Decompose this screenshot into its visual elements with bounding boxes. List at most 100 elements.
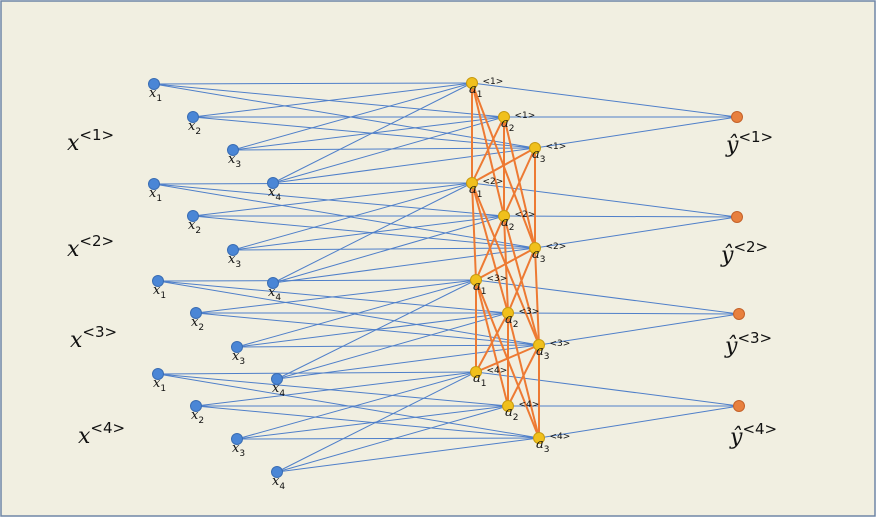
edge-x4-a3-t1 bbox=[272, 147, 536, 184]
hidden-node-a1-t2 bbox=[466, 177, 478, 189]
edge-x3-a3-t3 bbox=[236, 344, 540, 348]
hidden-label-a2-t4: a2<4> bbox=[505, 400, 539, 423]
edge-x3-a2-t3 bbox=[236, 312, 509, 348]
recurrent-a3-a2-t1 bbox=[503, 147, 536, 217]
input-label-x4-t4: x4 bbox=[272, 474, 285, 492]
hidden-label-a3-t4: a3<4> bbox=[536, 432, 570, 455]
input-label-x1-t2: x1 bbox=[149, 186, 162, 204]
input-label-x3-t3: x3 bbox=[232, 349, 245, 367]
edge-x1-a1-t2 bbox=[153, 182, 473, 185]
output-node-y-t3 bbox=[733, 308, 745, 320]
input-node-x3-t4 bbox=[231, 433, 243, 445]
input-label-x4-t2: x4 bbox=[268, 285, 281, 303]
hidden-node-a3-t2 bbox=[529, 242, 541, 254]
edge-a3-y-t3 bbox=[538, 313, 740, 346]
input-node-x1-t4 bbox=[152, 368, 164, 380]
hidden-label-a1-t2: a1<2> bbox=[469, 177, 503, 200]
edge-x2-a1-t4 bbox=[195, 371, 477, 407]
hidden-node-a3-t4 bbox=[533, 432, 545, 444]
input-label-x1-t4: x1 bbox=[153, 376, 166, 394]
hidden-label-a3-t2: a3<2> bbox=[532, 242, 566, 265]
edge-x4-a2-t4 bbox=[276, 405, 509, 473]
hidden-node-a1-t3 bbox=[470, 274, 482, 286]
edge-a2-y-t3 bbox=[507, 312, 740, 315]
input-node-x2-t1 bbox=[187, 111, 199, 123]
edge-x2-a1-t2 bbox=[192, 182, 473, 217]
recurrent-a2-a1-t1 bbox=[471, 116, 505, 184]
hidden-node-a1-t4 bbox=[470, 366, 482, 378]
input-edges bbox=[153, 82, 740, 473]
hidden-label-a2-t1: a2<1> bbox=[501, 111, 535, 134]
hidden-node-a1-t1 bbox=[466, 77, 478, 89]
input-label-x4-t1: x4 bbox=[268, 185, 281, 203]
edge-x4-a2-t1 bbox=[272, 116, 505, 184]
input-group-label-t4: x<4> bbox=[78, 419, 125, 449]
recurrent-a1-a1-t2 bbox=[471, 182, 477, 281]
recurrent-a3-a1-t3 bbox=[475, 344, 540, 373]
edge-x2-a3-t3 bbox=[195, 312, 540, 346]
edge-a2-y-t2 bbox=[503, 215, 738, 218]
input-label-x3-t2: x3 bbox=[228, 252, 241, 270]
hidden-label-a2-t2: a2<2> bbox=[501, 210, 535, 233]
edge-a1-y-t4 bbox=[475, 371, 740, 407]
recurrent-a3-a1-t2 bbox=[475, 247, 536, 281]
input-node-x1-t3 bbox=[152, 275, 164, 287]
input-label-x2-t4: x2 bbox=[191, 408, 204, 426]
labels: x1x2x3x4a1<1>a2<1>a3<1>x<1>ŷ<1>x1x2x3x4a… bbox=[67, 77, 777, 492]
nodes bbox=[148, 77, 745, 478]
edge-x3-a3-t4 bbox=[236, 437, 540, 440]
edge-x3-a1-t1 bbox=[232, 82, 473, 151]
output-node-y-t1 bbox=[731, 111, 743, 123]
edge-a3-y-t4 bbox=[538, 405, 740, 439]
edge-x4-a1-t2 bbox=[272, 182, 473, 284]
edge-a3-y-t2 bbox=[534, 216, 738, 249]
recurrent-edges bbox=[471, 82, 540, 439]
recurrent-a3-a2-t3 bbox=[507, 344, 540, 407]
input-node-x4-t1 bbox=[267, 177, 279, 189]
edge-x3-a3-t2 bbox=[232, 247, 536, 251]
input-node-x3-t3 bbox=[231, 341, 243, 353]
hidden-label-a3-t1: a3<1> bbox=[532, 142, 566, 165]
recurrent-a2-a1-t2 bbox=[475, 215, 505, 281]
hidden-label-a1-t1: a1<1> bbox=[469, 77, 503, 100]
recurrent-a3-a3-t2 bbox=[534, 247, 540, 346]
edge-x2-a1-t3 bbox=[195, 279, 477, 314]
edge-x3-a2-t1 bbox=[232, 116, 505, 151]
edge-x1-a2-t4 bbox=[157, 373, 509, 407]
hidden-label-a1-t3: a1<3> bbox=[473, 274, 507, 297]
edge-x4-a1-t3 bbox=[276, 279, 477, 380]
input-node-x4-t2 bbox=[267, 277, 279, 289]
edge-x1-a1-t1 bbox=[153, 82, 473, 85]
edge-x3-a1-t3 bbox=[236, 279, 477, 348]
edge-x3-a3-t1 bbox=[232, 147, 536, 151]
hidden-node-a2-t3 bbox=[502, 307, 514, 319]
input-label-x1-t1: x1 bbox=[149, 86, 162, 104]
edge-x4-a2-t2 bbox=[272, 215, 505, 284]
input-group-label-t1: x<1> bbox=[67, 126, 114, 156]
recurrent-a3-a2-t2 bbox=[507, 247, 536, 314]
input-label-x2-t3: x2 bbox=[191, 315, 204, 333]
hidden-node-a3-t3 bbox=[533, 339, 545, 351]
input-node-x2-t2 bbox=[187, 210, 199, 222]
output-label-y-t3: ŷ<3> bbox=[724, 329, 772, 359]
edge-x4-a2-t3 bbox=[276, 312, 509, 380]
input-node-x3-t1 bbox=[227, 144, 239, 156]
input-label-x2-t1: x2 bbox=[188, 119, 201, 137]
hidden-node-a2-t1 bbox=[498, 111, 510, 123]
edge-x2-a3-t1 bbox=[192, 116, 536, 149]
edge-x3-a2-t4 bbox=[236, 405, 509, 440]
edge-x1-a1-t4 bbox=[157, 371, 477, 375]
input-node-x1-t2 bbox=[148, 178, 160, 190]
input-node-x2-t3 bbox=[190, 307, 202, 319]
output-label-y-t4: ŷ<4> bbox=[729, 420, 777, 450]
edge-a1-y-t1 bbox=[471, 82, 738, 118]
edge-x3-a1-t2 bbox=[232, 182, 473, 251]
input-group-label-t2: x<2> bbox=[67, 232, 114, 262]
input-node-x1-t1 bbox=[148, 78, 160, 90]
edge-x4-a1-t1 bbox=[272, 82, 473, 184]
edge-x2-a3-t4 bbox=[195, 405, 540, 439]
input-node-x4-t3 bbox=[271, 373, 283, 385]
output-label-y-t2: ŷ<2> bbox=[720, 238, 768, 268]
hidden-node-a3-t1 bbox=[529, 142, 541, 154]
input-group-label-t3: x<3> bbox=[70, 323, 117, 353]
